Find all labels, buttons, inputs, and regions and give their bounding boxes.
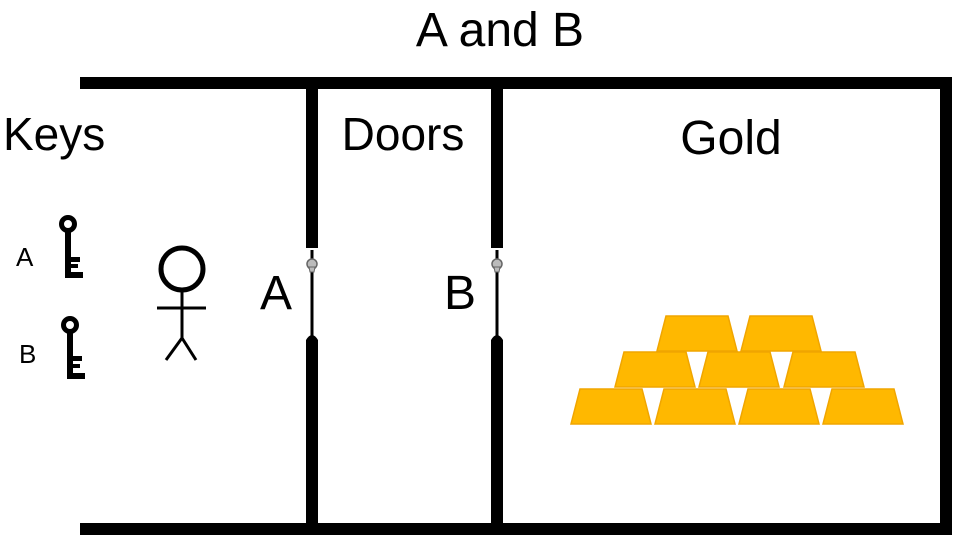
room-label-doors: Doors [342, 108, 465, 160]
gold-bar-icon [698, 351, 780, 388]
stick-figure-icon [157, 245, 206, 361]
gold-bar-icon [738, 388, 820, 425]
gold-bar-icon [654, 388, 736, 425]
gold-bar-icon [570, 388, 652, 425]
keyhole-icon [491, 258, 503, 273]
gold-bar-icon [614, 351, 696, 388]
key-icon[interactable] [59, 215, 84, 279]
diagram-title: A and B [416, 4, 584, 57]
room-label-gold: Gold [680, 112, 781, 165]
keyhole-icon [306, 258, 318, 273]
door-label-a: A [260, 267, 292, 320]
gold-pile [570, 315, 904, 425]
key-icon[interactable] [61, 316, 86, 380]
gold-bar-icon [822, 388, 904, 425]
door-wall-a [306, 83, 318, 529]
building-walls [80, 77, 952, 535]
door-wall-b [491, 83, 503, 529]
gold-bar-icon [656, 315, 738, 352]
gold-bar-icon [783, 351, 865, 388]
room-label-keys: Keys [3, 108, 105, 160]
key-label-a: A [16, 242, 34, 272]
door-label-b: B [444, 267, 476, 320]
key-label-b: B [19, 339, 36, 369]
gold-bar-icon [740, 315, 822, 352]
